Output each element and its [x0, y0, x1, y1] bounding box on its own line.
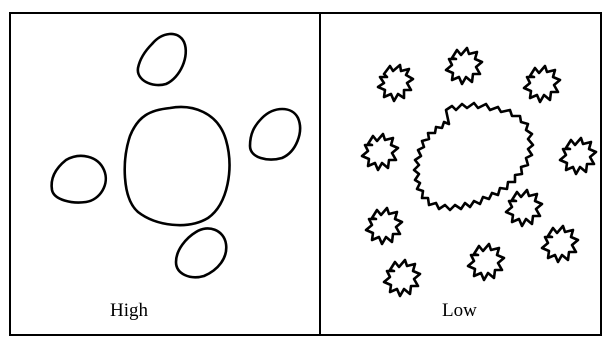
low-satellite-3 [524, 66, 560, 102]
panel-low: Low [362, 48, 596, 321]
low-satellite-6 [506, 190, 542, 226]
low-satellite-10 [384, 260, 420, 296]
high-satellite-left [52, 156, 106, 203]
outer-frame [10, 13, 601, 335]
high-satellite-right [250, 109, 300, 160]
high-satellite-top [138, 34, 186, 85]
low-satellite-8 [542, 226, 578, 262]
low-satellite-2 [446, 48, 482, 84]
low-satellite-4 [362, 134, 398, 170]
label-low: Low [442, 300, 477, 321]
high-satellite-bottom [176, 228, 226, 277]
low-satellite-7 [366, 208, 402, 244]
high-central-blob [125, 107, 230, 225]
label-high: High [110, 300, 149, 321]
panel-high: High [52, 34, 300, 321]
low-satellite-5 [560, 138, 596, 174]
low-satellite-9 [468, 244, 504, 280]
low-satellite-1 [378, 65, 413, 101]
